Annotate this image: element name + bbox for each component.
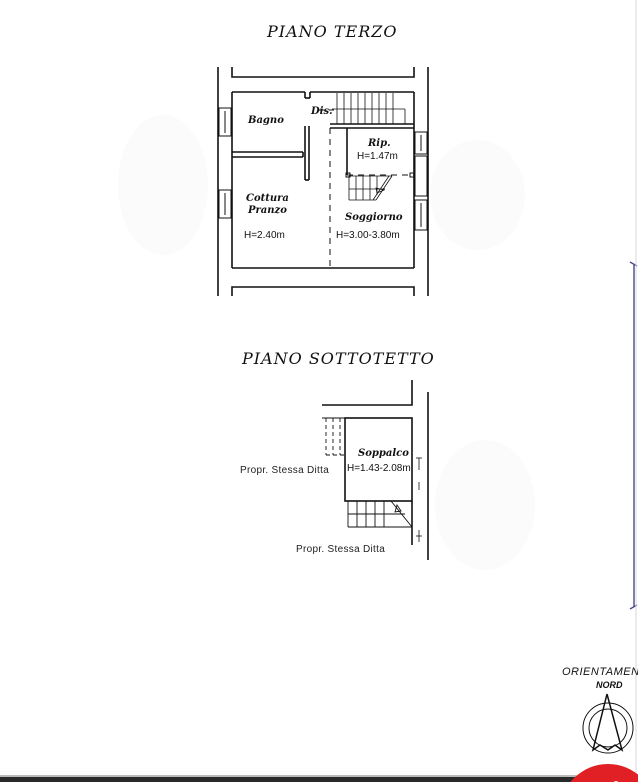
room-height-rip: H=1.47m: [357, 151, 398, 162]
room-name-rip: Rip.: [368, 138, 391, 149]
room-name-bagno: Bagno: [248, 115, 284, 126]
property-note: Propr. Stessa Ditta: [296, 544, 386, 555]
room-name-soppalco: Soppalco: [358, 448, 409, 459]
north-compass-icon: [582, 693, 634, 754]
attic-floor-title: PIANO SOTTOTETTO: [242, 349, 435, 368]
upper-floor-title: PIANO TERZO: [267, 22, 398, 41]
property-note: Propr. Stessa Ditta: [240, 465, 330, 476]
room-height-soppalco: H=1.43-2.08m: [347, 463, 411, 474]
room-name-cottura: Cottura: [246, 193, 289, 204]
room-height-cottura: H=2.40m: [244, 230, 285, 241]
watermark-blob: [435, 440, 535, 570]
orientation-title: ORIENTAMEN: [562, 666, 638, 678]
orientation-direction: NORD: [596, 680, 623, 690]
room-name-dis: Dis.: [311, 106, 333, 117]
room-height-soggiorno: H=3.00-3.80m: [336, 230, 400, 241]
watermark-blob: [118, 115, 208, 255]
room-name-soggiorno: Soggiorno: [345, 212, 403, 223]
room-name-pranzo: Pranzo: [248, 205, 287, 216]
watermark-blob: [430, 140, 525, 250]
